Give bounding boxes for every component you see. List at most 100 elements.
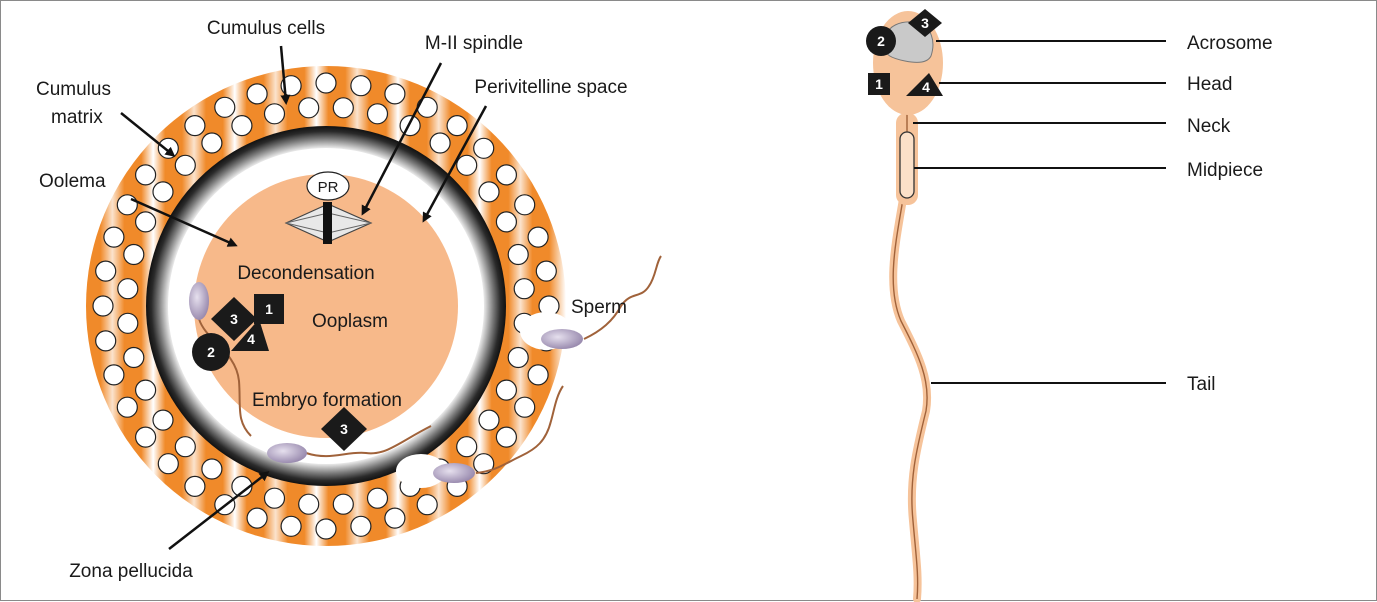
- cumulus-cell: [118, 279, 138, 299]
- marker-square-1: 1: [254, 294, 284, 324]
- cumulus-cell: [185, 116, 205, 136]
- cumulus-cell: [515, 195, 535, 215]
- cumulus-cell: [158, 138, 178, 158]
- svg-text:4: 4: [922, 79, 930, 95]
- cumulus-cell: [247, 508, 267, 528]
- cumulus-cell: [153, 182, 173, 202]
- svg-text:2: 2: [877, 33, 885, 49]
- tail-label: Tail: [1187, 374, 1216, 395]
- polar-body-label: PR: [318, 179, 339, 196]
- neck-label: Neck: [1187, 116, 1231, 137]
- cumulus-cell: [508, 348, 528, 368]
- cumulus-cell: [118, 313, 138, 333]
- cumulus-cell: [202, 459, 222, 479]
- oolema-label: Oolema: [39, 171, 106, 192]
- cumulus-matrix-label-line1: Cumulus: [36, 79, 111, 100]
- cumulus-cell: [368, 104, 388, 124]
- cumulus-cell: [124, 245, 144, 265]
- cumulus-cell: [508, 245, 528, 265]
- sperm-tail-core: [893, 199, 927, 599]
- acrosome-label: Acrosome: [1187, 33, 1273, 54]
- cumulus-cell: [536, 261, 556, 281]
- cumulus-cell: [479, 410, 499, 430]
- cumulus-cell: [496, 165, 516, 185]
- sperm-label: Sperm: [571, 297, 627, 318]
- cumulus-cell: [153, 410, 173, 430]
- ooplasm-label: Ooplasm: [312, 311, 388, 332]
- cumulus-cell: [299, 494, 319, 514]
- midpiece-label: Midpiece: [1187, 160, 1263, 181]
- sperm-head-outer-1: [541, 329, 583, 349]
- cumulus-cell: [117, 397, 137, 417]
- head-label: Head: [1187, 74, 1232, 95]
- sperm-tail-outline: [893, 199, 927, 599]
- svg-text:4: 4: [247, 331, 255, 347]
- cumulus-cell: [385, 84, 405, 104]
- svg-text:3: 3: [340, 421, 348, 437]
- cumulus-cell: [528, 227, 548, 247]
- cumulus-cell: [215, 97, 235, 117]
- cumulus-cell: [104, 227, 124, 247]
- cumulus-cell: [136, 380, 156, 400]
- cumulus-matrix-label-line2: matrix: [51, 107, 103, 128]
- sperm-head-inner-2: [267, 443, 307, 463]
- svg-text:2: 2: [207, 344, 215, 360]
- decondensation-label: Decondensation: [237, 263, 374, 284]
- svg-text:1: 1: [875, 76, 883, 92]
- cumulus-cell: [202, 133, 222, 153]
- cumulus-cell: [447, 116, 467, 136]
- cumulus-cell: [281, 516, 301, 536]
- cumulus-cell: [351, 76, 371, 96]
- cumulus-cell: [117, 195, 137, 215]
- embryo-formation-label: Embryo formation: [252, 390, 402, 411]
- cumulus-cell: [316, 519, 336, 539]
- cumulus-cell: [93, 296, 113, 316]
- cumulus-cell: [457, 437, 477, 457]
- cumulus-cell: [158, 454, 178, 474]
- cumulus-cell: [496, 427, 516, 447]
- cumulus-cell: [265, 488, 285, 508]
- cumulus-cell: [474, 138, 494, 158]
- cumulus-cell: [316, 73, 336, 93]
- cumulus-cells-label: Cumulus cells: [207, 18, 325, 39]
- sperm-head-outer-2: [433, 463, 475, 483]
- cumulus-cell: [247, 84, 267, 104]
- cumulus-cell: [496, 380, 516, 400]
- cumulus-cell: [514, 279, 534, 299]
- svg-text:1: 1: [265, 301, 273, 317]
- cumulus-cell: [265, 104, 285, 124]
- cumulus-cell: [430, 133, 450, 153]
- cumulus-cell: [104, 365, 124, 385]
- svg-text:3: 3: [921, 15, 929, 31]
- cumulus-cell: [136, 165, 156, 185]
- cumulus-cell: [333, 494, 353, 514]
- spermatozoon: 2 3 1 4 Acrosome Head Neck Midpiece Tail: [866, 9, 1273, 599]
- cumulus-cell: [175, 155, 195, 175]
- cumulus-cell: [479, 182, 499, 202]
- cumulus-cell: [528, 365, 548, 385]
- cumulus-cell: [333, 98, 353, 118]
- svg-text:3: 3: [230, 311, 238, 327]
- marker-circle-2: 2: [192, 333, 230, 371]
- cumulus-cell: [299, 98, 319, 118]
- cumulus-cell: [368, 488, 388, 508]
- cumulus-cell: [96, 331, 116, 351]
- cumulus-cell: [185, 476, 205, 496]
- zona-pellucida-label: Zona pellucida: [69, 561, 193, 582]
- cumulus-cell: [417, 495, 437, 515]
- cumulus-cell: [351, 516, 371, 536]
- perivitelline-space-label: Perivitelline space: [474, 77, 627, 98]
- sperm-head-inner-1: [189, 282, 209, 320]
- cumulus-cell: [124, 348, 144, 368]
- cumulus-cell: [232, 116, 252, 136]
- m2-spindle-label: M-II spindle: [425, 33, 523, 54]
- cumulus-cell: [400, 116, 420, 136]
- cumulus-cell: [457, 155, 477, 175]
- cumulus-cell: [385, 508, 405, 528]
- sperm-marker-circle-2: 2: [866, 26, 896, 56]
- cumulus-cell: [136, 212, 156, 232]
- cumulus-cell: [136, 427, 156, 447]
- cumulus-cell: [496, 212, 516, 232]
